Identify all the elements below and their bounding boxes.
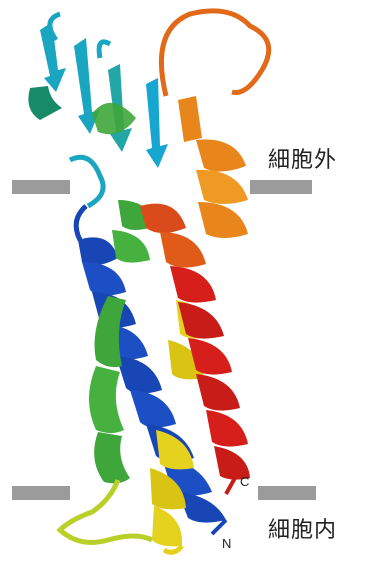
intracellular-loop-yellow	[164, 546, 182, 552]
n-terminus-label: N	[222, 536, 231, 551]
n-terminus-tail	[212, 520, 226, 534]
loop-cyan	[70, 157, 103, 206]
short-helix-orange	[178, 96, 202, 142]
c-terminus-label: C	[240, 474, 249, 489]
membrane-bar-bottom-right	[258, 486, 316, 500]
membrane-bar-top-left	[12, 180, 70, 194]
extracellular-label: 細胞外	[268, 142, 337, 174]
intracellular-label: 細胞内	[268, 512, 337, 544]
beta-sheet-domain	[28, 14, 168, 168]
intracellular-loop-yellowgreen	[60, 480, 152, 542]
loop-blue-top	[76, 206, 86, 240]
extracellular-loop-orange	[161, 11, 268, 96]
membrane-bar-top-right	[250, 180, 312, 194]
membrane-bar-bottom-left	[12, 486, 70, 500]
